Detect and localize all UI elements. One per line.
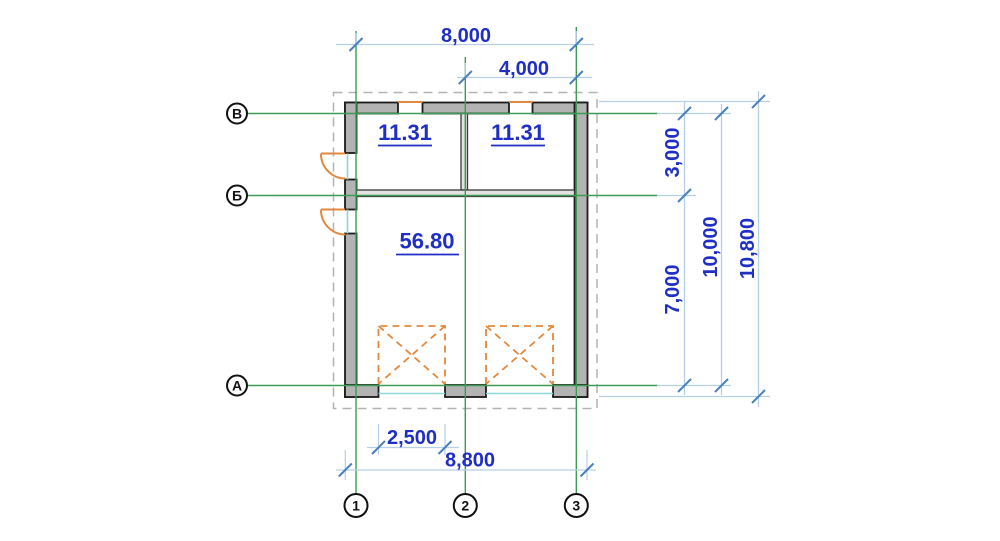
wall-segment-left-upper bbox=[344, 101, 358, 154]
garage-door-icon bbox=[485, 325, 554, 384]
grid-bubbles-rows: В Б А bbox=[226, 102, 248, 397]
grid-bubble bbox=[226, 184, 248, 207]
structural-grid bbox=[247, 27, 657, 494]
room-area-label: 11.31 bbox=[378, 120, 432, 145]
garage-door-right bbox=[485, 325, 554, 385]
garage-door-diagonal bbox=[485, 325, 554, 385]
wall-segment-left-lower bbox=[344, 232, 358, 398]
grid-bubble-label: 2 bbox=[461, 498, 469, 514]
dimension-text: 8,000 bbox=[441, 25, 491, 47]
dimension-tick bbox=[677, 188, 692, 203]
thresholds bbox=[346, 153, 553, 395]
garage-door-diagonal bbox=[377, 325, 446, 385]
grid-bubble bbox=[452, 493, 478, 518]
dimension-text: 10,000 bbox=[700, 216, 722, 277]
dimension-text: 4,000 bbox=[499, 58, 549, 80]
dimension-tick bbox=[714, 106, 729, 121]
dimension-text: 2,500 bbox=[387, 427, 437, 449]
dimension-tick bbox=[751, 389, 766, 404]
dimension-text: 3,000 bbox=[662, 127, 684, 177]
wall-segment-bottom-right bbox=[552, 384, 589, 398]
garage-door-icon bbox=[377, 325, 446, 384]
dimension-text: 10,800 bbox=[737, 218, 759, 279]
room-area-label: 11.31 bbox=[491, 120, 545, 145]
grid-bubble-label: 1 bbox=[352, 498, 360, 514]
grid-bubble-label: А bbox=[232, 378, 242, 394]
dimension-tick bbox=[569, 37, 584, 52]
garage-door-diagonal bbox=[377, 325, 446, 385]
grid-bubble bbox=[226, 374, 248, 397]
room-area-labels: 11.31 11.31 56.80 bbox=[378, 120, 545, 256]
dimension-text: 7,000 bbox=[662, 264, 684, 314]
grid-bubbles-columns: 1 2 3 bbox=[343, 493, 589, 518]
wall-segment-left-middle bbox=[344, 178, 358, 211]
dimension-tick bbox=[338, 462, 353, 478]
door-swing-icon bbox=[319, 153, 346, 180]
dimension-bottom-opening: 2,500 bbox=[367, 424, 459, 455]
door-upper bbox=[319, 152, 346, 180]
grid-bubble-label: 3 bbox=[572, 498, 580, 514]
grid-bubble bbox=[343, 493, 369, 518]
dimension-tick bbox=[569, 70, 584, 85]
dimension-tick bbox=[458, 70, 473, 85]
dimension-top-total: 8,000 bbox=[336, 25, 594, 52]
partition-vertical bbox=[460, 112, 469, 191]
door-swing-icon bbox=[319, 209, 346, 236]
dimension-tick bbox=[714, 378, 729, 393]
dimensions-right: 3,000 7,000 10,000 10,800 bbox=[599, 91, 770, 407]
garage-door-left bbox=[377, 325, 446, 385]
dimension-tick bbox=[348, 37, 364, 52]
room-area-label: 56.80 bbox=[399, 229, 454, 254]
dimension-tick bbox=[437, 440, 453, 455]
dimension-tick bbox=[677, 378, 692, 393]
wall-segment-bottom-left bbox=[344, 384, 380, 398]
dimension-tick bbox=[371, 440, 386, 455]
dimension-tick bbox=[579, 462, 595, 478]
dimension-tick bbox=[751, 94, 766, 109]
grid-bubble bbox=[563, 493, 589, 518]
grid-bubble bbox=[226, 102, 248, 125]
dimension-bottom-total: 8,800 bbox=[336, 450, 596, 480]
dimension-text: 8,800 bbox=[445, 450, 495, 472]
grid-bubble-label: В bbox=[232, 106, 242, 122]
dimension-top-partial: 4,000 bbox=[457, 58, 592, 85]
door-lower bbox=[319, 208, 346, 236]
dimension-tick bbox=[677, 106, 692, 121]
garage-door-diagonal bbox=[485, 325, 554, 385]
grid-bubble-label: Б bbox=[232, 188, 242, 204]
